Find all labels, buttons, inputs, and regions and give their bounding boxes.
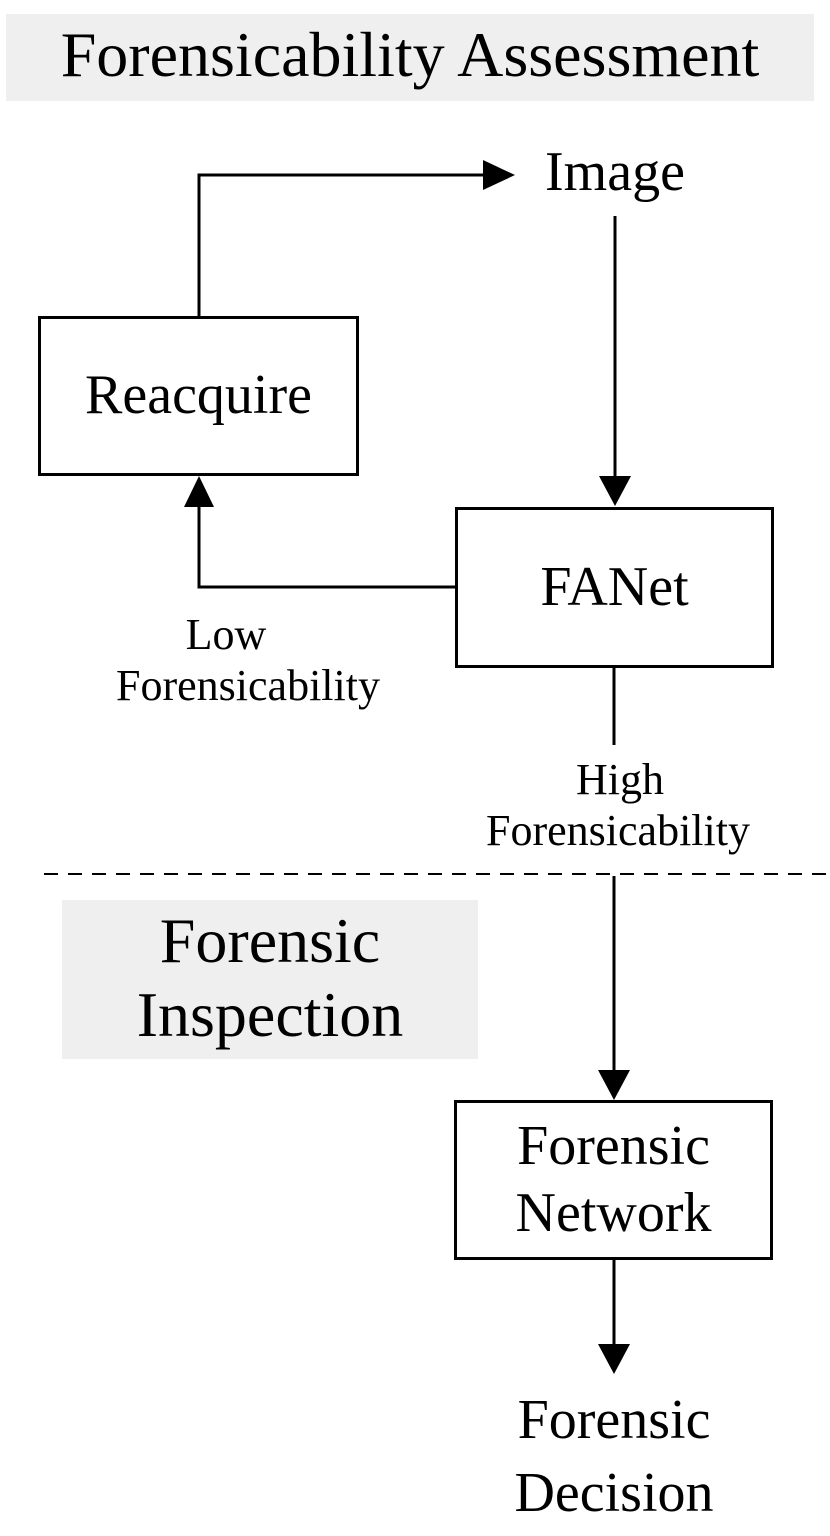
high-label-line2: Forensicability: [486, 805, 750, 855]
arrowhead-network-to-decision: [598, 1344, 630, 1374]
inspection-title-line1: Forensic: [159, 905, 381, 976]
forensic-network-box: Forensic Network: [454, 1100, 773, 1260]
forensic-decision-node: Forensic Decision: [464, 1384, 764, 1530]
forensic-network-line2: Network: [515, 1182, 712, 1244]
inspection-title: Forensic Inspection: [62, 904, 478, 1051]
inspection-section-background: [62, 900, 478, 1059]
arrow-fanet-to-reacquire: [197, 505, 455, 589]
forensic-decision-line2: Decision: [514, 1461, 714, 1524]
high-forensicability-label: High Forensicability: [450, 755, 786, 856]
arrowhead-reacquire-to-image: [483, 160, 515, 190]
fanet-box: FANet: [455, 507, 774, 668]
inspection-title-line2: Inspection: [136, 978, 404, 1050]
assessment-section-background: [6, 14, 814, 101]
arrowhead-image-to-fanet: [599, 476, 631, 506]
low-label-line1: Low: [185, 610, 267, 659]
reacquire-label: Reacquire: [85, 364, 312, 427]
arrowhead-high-to-forensic-network: [598, 1070, 630, 1100]
low-forensicability-label: Low Forensicability: [78, 610, 418, 711]
forensic-decision-line1: Forensic: [517, 1389, 711, 1451]
assessment-title: Forensicability Assessment: [60, 19, 760, 90]
arrow-reacquire-to-image: [197, 173, 487, 316]
fanet-label: FANet: [540, 555, 689, 618]
reacquire-box: Reacquire: [38, 316, 359, 476]
image-node: Image: [545, 141, 685, 203]
forensic-network-line1: Forensic: [517, 1114, 710, 1177]
low-label-line2: Forensicability: [116, 660, 380, 710]
arrowhead-fanet-to-reacquire: [184, 476, 214, 507]
high-label-line1: High: [576, 755, 664, 804]
